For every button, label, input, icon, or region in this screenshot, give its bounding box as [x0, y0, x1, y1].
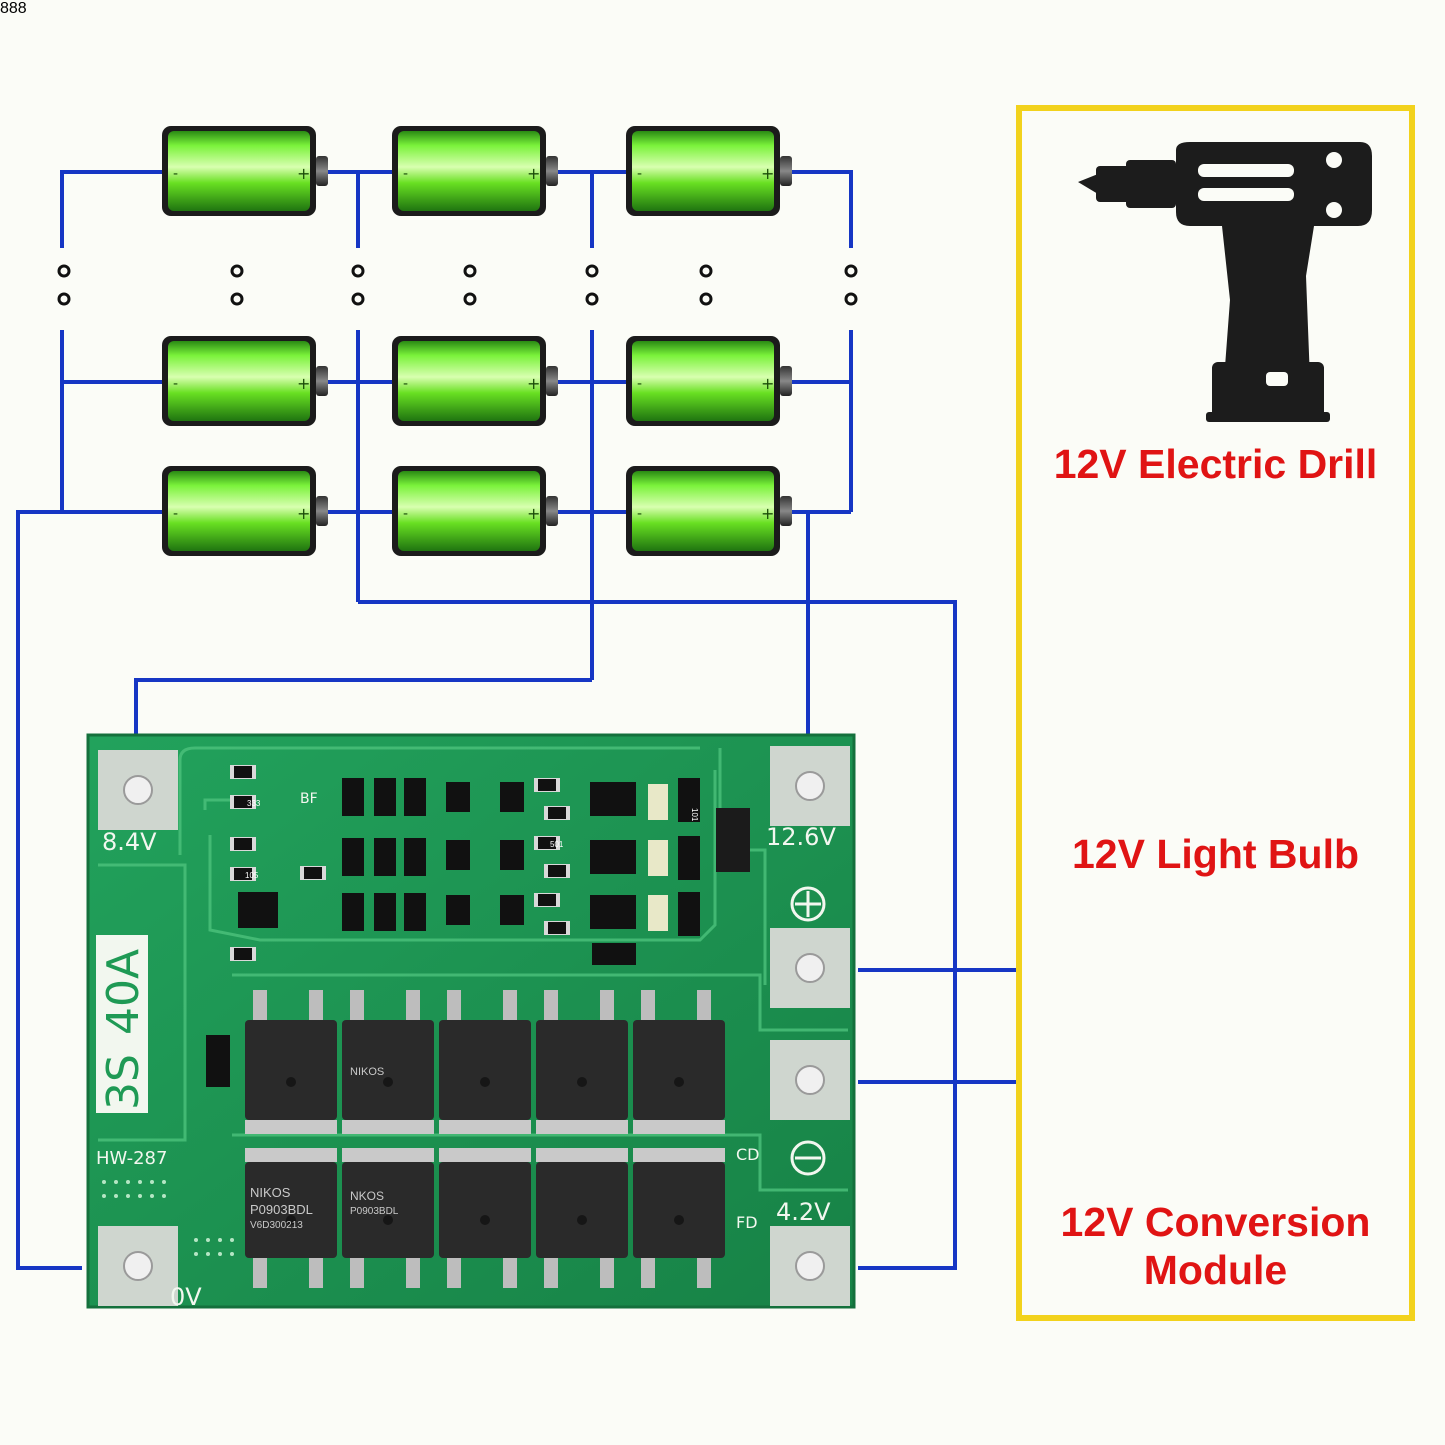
resistor-code: 501: [550, 840, 564, 849]
terminal-label-4v2: 4.2V: [776, 1198, 831, 1226]
light-bulb-title: 12V Light Bulb: [1072, 831, 1359, 877]
load-panel: 12V Electric Drill 12V Light Bulb 12V Co…: [1016, 105, 1415, 1321]
terminal-label-0v: 0V: [170, 1283, 202, 1311]
mark-bf: BF: [300, 791, 318, 807]
battery-cell: [162, 126, 328, 216]
terminal-label-12v6: 12.6V: [766, 823, 836, 851]
mosfet-code: P0903BDL: [250, 1202, 313, 1217]
mark-fd: FD: [736, 1213, 758, 1232]
battery-array: [162, 126, 792, 556]
mosfet-code: P0903BDL: [350, 1206, 399, 1217]
board-model-40a: 40A: [98, 949, 149, 1035]
battery-cell: [162, 466, 328, 556]
terminal-pad-plus: [769, 927, 851, 1009]
board-hw-label: HW-287: [96, 1148, 167, 1169]
terminal-pad-8v4: [97, 749, 179, 831]
battery-cell: [626, 126, 792, 216]
terminal-pad-12v6: [769, 745, 851, 827]
conversion-module-icon: 888: [0, 0, 27, 17]
terminal-label-8v4: 8.4V: [102, 828, 157, 856]
smd-components: 333 105 501: [206, 765, 750, 1087]
terminal-pad-0v: [97, 1225, 179, 1307]
resistor-code: 101: [690, 808, 699, 822]
mosfet-code: V6D300213: [250, 1220, 303, 1231]
via-pattern: [102, 1180, 234, 1256]
board-model-3s: 3S: [98, 1054, 149, 1110]
mosfet-array: NIKOS NIKOS P0903BDL V6D300213 NKOS P090…: [245, 990, 725, 1288]
mosfet-row-bottom: NIKOS P0903BDL V6D300213 NKOS P0903BDL: [245, 1148, 725, 1288]
resistor-code: 105: [245, 871, 259, 880]
conversion-module-title-line2: Module: [1143, 1247, 1288, 1293]
battery-cell: [162, 336, 328, 426]
continuation-dots: [57, 264, 858, 306]
terminal-pad-4v2: [769, 1225, 851, 1307]
battery-cell: [392, 336, 558, 426]
battery-cell: [626, 336, 792, 426]
minus-symbol-icon: [790, 1140, 826, 1176]
mark-cd: CD: [736, 1145, 760, 1164]
conversion-module-title-line1: 12V Conversion: [1060, 1199, 1371, 1245]
battery-cell: [392, 126, 558, 216]
bms-board: 8.4V 12.6V 4.2V 0V 3S 40A HW-287 BF CD F…: [86, 733, 856, 1311]
resistor-code: 333: [247, 799, 261, 808]
terminal-pad-minus: [769, 1039, 851, 1121]
mosfet-code: NIKOS: [250, 1185, 291, 1200]
wire-network: [16, 170, 1016, 1270]
mosfet-code: NIKOS: [350, 1066, 384, 1078]
battery-cell: [392, 466, 558, 556]
mosfet-code: NKOS: [350, 1189, 384, 1203]
plus-symbol-icon: [790, 886, 826, 922]
mosfet-row-top: NIKOS: [245, 990, 725, 1134]
module-display: 888: [0, 0, 27, 17]
drill-title: 12V Electric Drill: [1053, 441, 1378, 487]
drill-icon: [1078, 142, 1372, 422]
battery-cell: [626, 466, 792, 556]
